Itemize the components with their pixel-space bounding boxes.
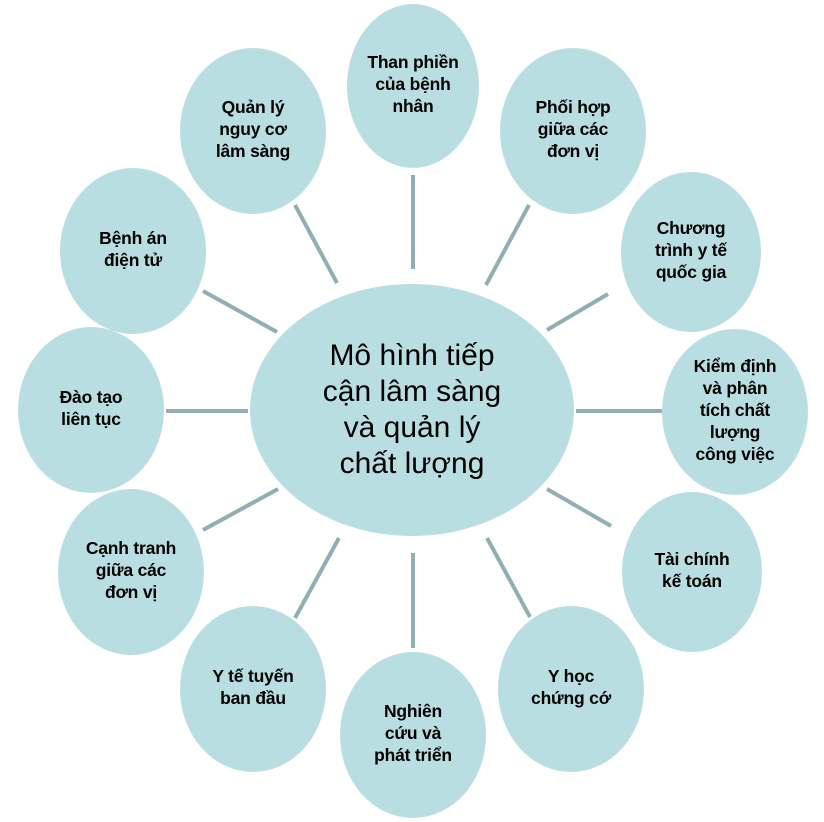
connector-line-tai-chinh [545, 487, 613, 528]
connector-line-benh-an [202, 289, 278, 334]
node-circle-than-phien [347, 4, 479, 168]
node-circle-y-te-tuyen [180, 606, 326, 772]
connector-line-quan-ly [293, 204, 339, 284]
connector-line-y-hoc [485, 537, 532, 618]
node-circle-tai-chinh [622, 492, 762, 652]
node-circle-canh-tranh [58, 489, 204, 655]
node-circle-benh-an [60, 168, 206, 334]
center-node-circle [250, 284, 574, 536]
connector-line-phoi-hop [484, 204, 531, 286]
node-circle-dao-tao [18, 327, 164, 493]
node-circle-chuong-trinh [621, 172, 761, 332]
connector-line-chuong-trinh [545, 292, 610, 332]
connector-line-canh-tranh [202, 487, 279, 532]
node-circle-nghien-cuu [340, 652, 486, 818]
node-circles [18, 4, 808, 818]
node-circle-kiem-dinh [662, 329, 808, 495]
node-circle-phoi-hop [500, 48, 646, 214]
node-circle-quan-ly [180, 48, 326, 214]
connector-line-y-te-tuyen [293, 537, 341, 619]
connector-lines [166, 175, 664, 648]
node-circle-y-hoc [498, 606, 644, 772]
